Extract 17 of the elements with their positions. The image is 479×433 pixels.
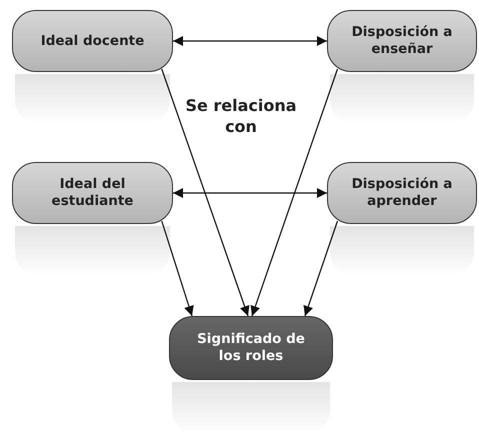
rounded-box: [12, 162, 173, 224]
relation-label: Se relaciona con: [184, 95, 298, 137]
arrow: [250, 68, 338, 316]
arrow: [161, 220, 194, 316]
node-label: Ideal del estudiante: [50, 176, 134, 210]
rounded-box: [12, 10, 173, 72]
arrow: [304, 220, 338, 316]
rounded-box: [169, 316, 333, 380]
node-label: Disposición a aprender: [350, 176, 454, 210]
node-label: Ideal docente: [40, 32, 146, 50]
arrow: [173, 36, 327, 46]
rounded-box: [327, 10, 477, 72]
node-label: Disposición a enseñar: [350, 24, 454, 58]
arrow: [173, 188, 327, 198]
arrow: [161, 68, 250, 316]
rounded-box: [327, 162, 477, 224]
node-label: Significado de los roles: [196, 331, 306, 365]
